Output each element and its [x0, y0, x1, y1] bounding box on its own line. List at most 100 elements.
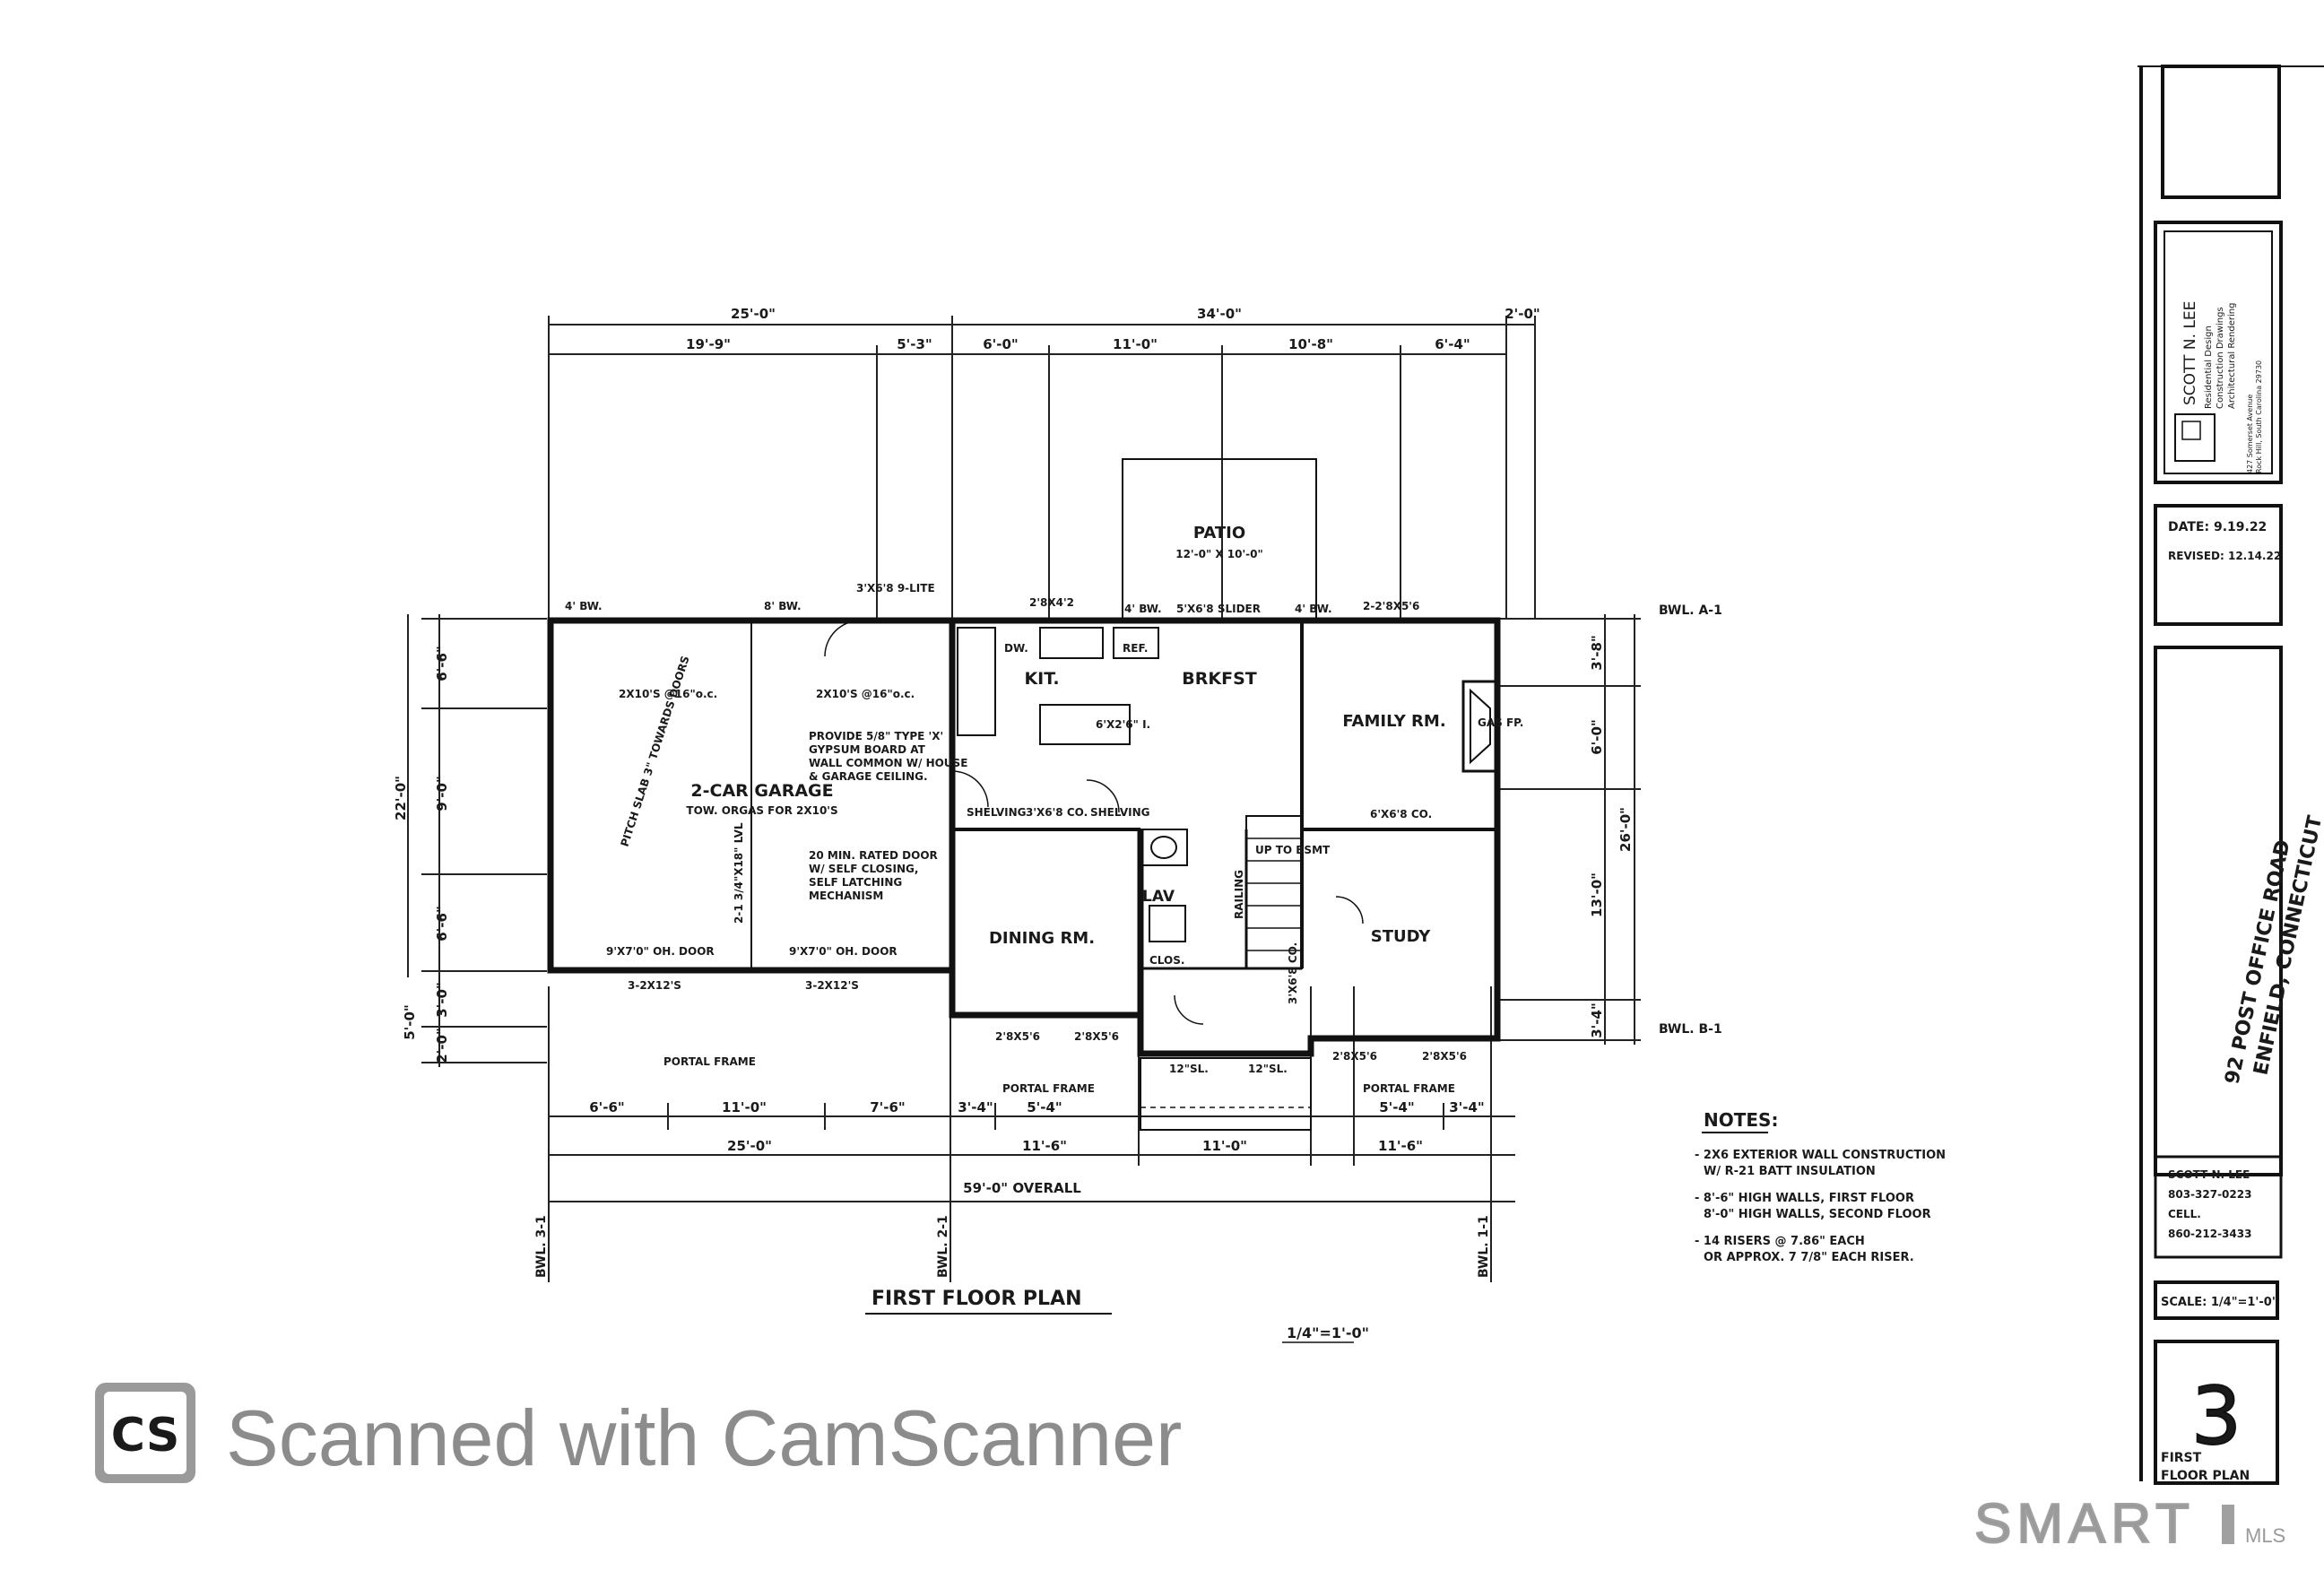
firm-address-1: 427 Somerset Avenue [2246, 395, 2254, 473]
dim-top-house: 34'-0" [1197, 306, 1242, 322]
note-win-10: 2'8X5'6 [1422, 1050, 1467, 1063]
note-win-1: 2-2'8X5'6 [1363, 600, 1419, 612]
smart-mls-logo: SMART MLS [1973, 1492, 2285, 1556]
firm-line-3: Architectural Rendering [2227, 303, 2237, 409]
firm-line-1: Residential Design [2204, 325, 2214, 409]
firm-address-2: Rock Hill, South Carolina 29730 [2255, 360, 2263, 473]
tb-box-project [2154, 646, 2283, 1176]
note-step-1: 12"SL. [1169, 1063, 1209, 1075]
room-garage: 2-CAR GARAGE [690, 781, 833, 801]
note-clos: CLOS. [1149, 954, 1184, 967]
dim-right-4: 3'-4" [1589, 1002, 1605, 1038]
note-hdr-1: 3-2X12'S [628, 979, 681, 992]
note-ohdoor-1: 9'X7'0" OH. DOOR [606, 945, 715, 958]
room-lav: LAV [1142, 888, 1175, 906]
dim-bot-7: 3'-4" [1449, 1099, 1485, 1115]
note-door-3: SELF LATCHING [809, 876, 902, 889]
walls [547, 458, 1501, 1131]
dim-bot-2: 11'-0" [722, 1099, 767, 1115]
note-step-2: 12"SL. [1248, 1063, 1288, 1075]
note-gyp-2: GYPSUM BOARD AT [809, 743, 926, 756]
note-island: 6'X2'6" I. [1096, 718, 1150, 731]
smart-logo-sub: MLS [2245, 1524, 2285, 1547]
note-railing: RAILING [1233, 870, 1245, 919]
note-door-1: 20 MIN. RATED DOOR [809, 849, 938, 862]
note-win-8: 2'8X5'6 [1074, 1030, 1119, 1043]
note-door-4: MECHANISM [809, 890, 883, 902]
dim-right-total: 26'-0" [1617, 807, 1634, 852]
title-block-text: SCOTT N. LEE Residential Design Construc… [2161, 301, 2324, 1483]
dimension-lines [407, 316, 1641, 1282]
note-portal-3: PORTAL FRAME [1363, 1082, 1455, 1095]
note-win-7: 2'8X5'6 [995, 1030, 1040, 1043]
tb-date: DATE: 9.19.22 [2168, 520, 2267, 534]
note-hdr-2: 3-2X12'S [805, 979, 859, 992]
contact-cell-label: CELL. [2168, 1208, 2201, 1220]
note-gyp-1: PROVIDE 5/8" TYPE 'X' [809, 730, 943, 742]
garage-note: TOW. ORGAS FOR 2X10'S [686, 804, 837, 817]
grid-3-1: BWL. 3-1 [534, 1215, 549, 1278]
note-1b: W/ R-21 BATT INSULATION [1704, 1165, 1876, 1178]
note-win-6: 4' BW. [1295, 603, 1332, 615]
note-2a: - 8'-6" HIGH WALLS, FIRST FLOOR [1695, 1192, 1914, 1205]
dim-top-1: 19'-9" [686, 336, 731, 352]
note-2b: 8'-0" HIGH WALLS, SECOND FLOOR [1704, 1208, 1931, 1221]
note-cased-3: 3'X6'8 CO. [1287, 942, 1299, 1004]
note-win-5: 4' BW. [1124, 603, 1162, 615]
note-portal-1: PORTAL FRAME [663, 1055, 756, 1068]
note-joist-2: 2X10'S @16"o.c. [816, 688, 915, 700]
note-joist-1: 2X10'S @16"o.c. [619, 688, 717, 700]
note-gyp-4: & GARAGE CEILING. [809, 770, 928, 783]
sheet-title-1: FIRST [2161, 1451, 2202, 1465]
tb-box-date [2154, 504, 2283, 626]
note-win-2: 2'8X4'2 [1029, 596, 1074, 609]
tb-box-sheet [2154, 1340, 2279, 1485]
contact-cell: 860-212-3433 [2168, 1228, 2251, 1240]
note-3b: OR APPROX. 7 7/8" EACH RISER. [1704, 1251, 1914, 1264]
note-beam: 2-1 3/4"X18" LVL [733, 822, 745, 924]
notes-heading: NOTES: [1704, 1109, 1778, 1131]
note-cased-2: 6'X6'8 CO. [1370, 808, 1432, 820]
dim-top-3: 6'-0" [983, 336, 1019, 352]
note-window-top: 3'X6'8 9-LITE [856, 582, 935, 595]
camscanner-badge-text: CS [111, 1409, 180, 1463]
tb-box-blank [2161, 65, 2281, 199]
note-ohdoor-2: 9'X7'0" OH. DOOR [789, 945, 898, 958]
sheet-title-2: FLOOR PLAN [2161, 1469, 2250, 1483]
dimension-text: 25'-0" 34'-0" 2'-0" 19'-9" 5'-3" 6'-0" 1… [393, 306, 1634, 1196]
dim-right-3: 13'-0" [1589, 872, 1605, 917]
note-ref: REF. [1123, 642, 1148, 655]
note-portal-2: PORTAL FRAME [1002, 1082, 1095, 1095]
note-win-9: 2'8X5'6 [1332, 1050, 1377, 1063]
dim-bot-3: 7'-6" [870, 1099, 906, 1115]
note-slider: 5'X6'8 SLIDER [1176, 603, 1261, 615]
room-dining: DINING RM. [989, 929, 1095, 948]
sheet-number: 3 [2191, 1370, 2242, 1463]
dim-top-5: 10'-8" [1288, 336, 1333, 352]
note-shelving-1: SHELVING [967, 806, 1027, 819]
dim-left-3: 6'-6" [434, 906, 450, 942]
firm-name: SCOTT N. LEE [2181, 301, 2199, 405]
contact-phone: 803-327-0223 [2168, 1188, 2251, 1201]
note-gyp-3: WALL COMMON W/ HOUSE [809, 757, 967, 769]
smart-logo-text: SMART [1974, 1493, 2195, 1555]
dim-left-2: 9'-0" [434, 776, 450, 812]
dim-top-2: 5'-3" [897, 336, 932, 352]
tb-box-firm [2154, 221, 2283, 484]
dim-bot2-3: 11'-0" [1202, 1138, 1247, 1154]
dim-top-6: 6'-4" [1435, 336, 1470, 352]
dim-left-6: 5'-0" [402, 1004, 418, 1040]
grid-2-1: BWL. 2-1 [936, 1215, 950, 1278]
grid-labels: BWL. A-1 BWL. B-1 BWL. 3-1 BWL. 2-1 BWL.… [534, 603, 1722, 1278]
grid-1-1: BWL. 1-1 [1477, 1215, 1491, 1278]
tb-scale: SCALE: 1/4"=1'-0" [2161, 1296, 2278, 1309]
tb-box-scale [2154, 1280, 2279, 1320]
dim-bot-1: 6'-6" [589, 1099, 625, 1115]
note-1a: - 2X6 EXTERIOR WALL CONSTRUCTION [1695, 1149, 1946, 1162]
note-up: UP TO BSMT [1255, 844, 1331, 856]
dim-left-4: 3'-0" [434, 982, 450, 1018]
note-gas-fp: GAS FP. [1478, 716, 1523, 729]
note-dw: DW. [1004, 642, 1028, 655]
